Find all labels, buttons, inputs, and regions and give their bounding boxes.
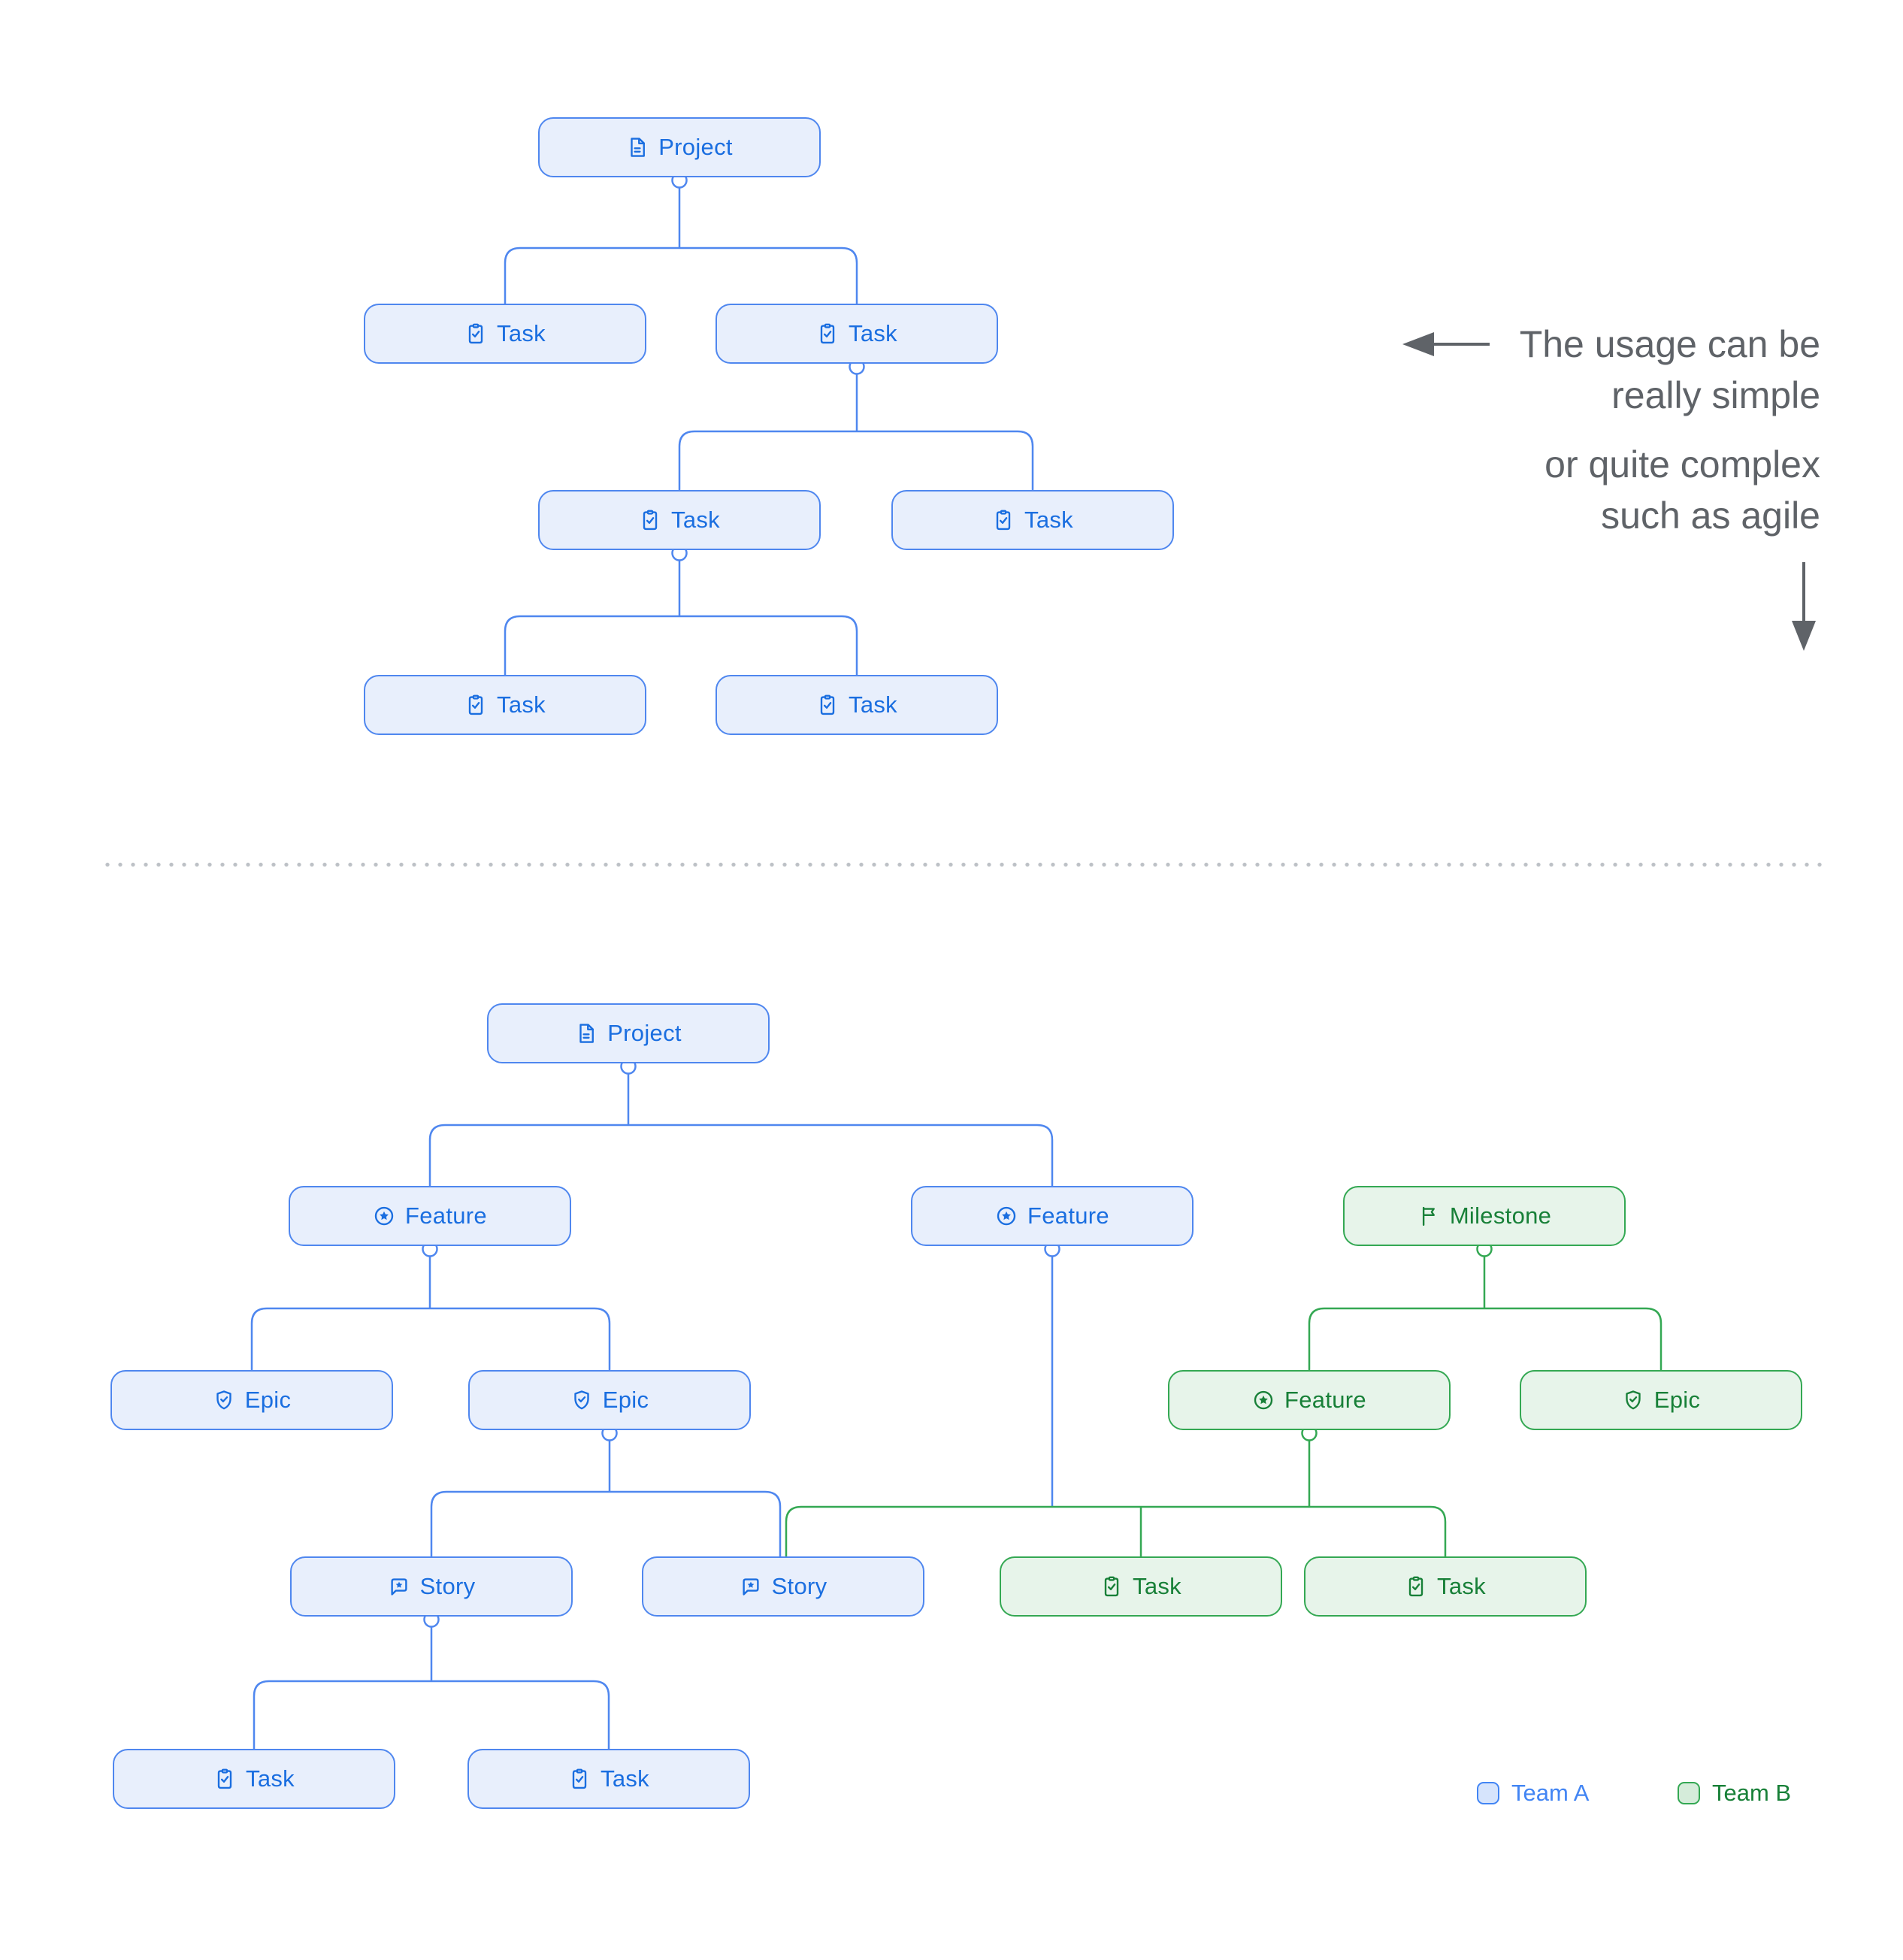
node-label: Task <box>671 507 720 533</box>
node-project-simple[interactable]: Project <box>538 117 821 177</box>
node-label: Task <box>497 691 546 718</box>
task-check-icon <box>820 694 835 715</box>
epic-shield-icon <box>216 1390 231 1410</box>
task-check-icon <box>1104 1576 1119 1597</box>
node-feature-a-2[interactable]: Feature <box>911 1186 1194 1246</box>
node-label: Task <box>601 1765 649 1792</box>
node-label: Task <box>849 691 897 718</box>
node-task-a-bottom-2[interactable]: Task <box>467 1749 750 1809</box>
node-label: Task <box>1437 1573 1486 1599</box>
node-label: Task <box>1133 1573 1181 1599</box>
node-label: Feature <box>1284 1387 1366 1413</box>
annotation-line-4: such as agile <box>1601 495 1820 537</box>
feature-star-icon <box>1254 1390 1273 1410</box>
node-milestone-b[interactable]: Milestone <box>1343 1186 1626 1246</box>
node-label: Feature <box>1027 1202 1109 1229</box>
node-feature-b[interactable]: Feature <box>1168 1370 1451 1430</box>
node-epic-a-2[interactable]: Epic <box>468 1370 751 1430</box>
milestone-flag-icon <box>1422 1206 1435 1227</box>
node-label: Task <box>1024 507 1073 533</box>
node-label: Task <box>246 1765 295 1792</box>
team-b-swatch-icon <box>1678 1782 1700 1804</box>
task-check-icon <box>820 323 835 344</box>
node-feature-a-1[interactable]: Feature <box>289 1186 571 1246</box>
node-label: Epic <box>1653 1387 1701 1413</box>
node-label: Feature <box>405 1202 487 1229</box>
annotation-line-2: really simple <box>1611 374 1820 416</box>
task-check-icon <box>996 510 1011 531</box>
node-label: Milestone <box>1449 1202 1552 1229</box>
story-bubble-star-icon <box>743 1578 759 1596</box>
node-label: Epic <box>244 1387 292 1413</box>
feature-star-icon <box>997 1206 1016 1226</box>
node-label: Story <box>419 1573 476 1599</box>
task-check-icon <box>217 1768 232 1789</box>
team-a-swatch-icon <box>1477 1782 1499 1804</box>
task-check-icon <box>572 1768 587 1789</box>
epic-shield-icon <box>574 1390 589 1410</box>
node-task-simple-2[interactable]: Task <box>716 304 998 364</box>
task-check-icon <box>1408 1576 1423 1597</box>
arrow-down-icon <box>1792 562 1816 651</box>
node-epic-a-1[interactable]: Epic <box>110 1370 393 1430</box>
annotation-line-1: The usage can be <box>1519 323 1820 365</box>
legend-team-a-label: Team A <box>1511 1780 1590 1806</box>
node-task-b-1[interactable]: Task <box>1000 1556 1282 1617</box>
node-project-complex[interactable]: Project <box>487 1003 770 1063</box>
node-task-simple-6[interactable]: Task <box>716 675 998 735</box>
annotation-text: The usage can be really simple or quite … <box>1520 319 1820 541</box>
feature-star-icon <box>374 1206 394 1226</box>
node-story-a-1[interactable]: Story <box>290 1556 573 1617</box>
node-task-simple-1[interactable]: Task <box>364 304 646 364</box>
node-label: Epic <box>602 1387 649 1413</box>
node-label: Story <box>771 1573 827 1599</box>
node-task-simple-5[interactable]: Task <box>364 675 646 735</box>
legend-team-b: Team B <box>1678 1780 1792 1806</box>
node-label: Task <box>497 320 546 346</box>
node-task-simple-3[interactable]: Task <box>538 490 821 550</box>
dotted-divider <box>105 862 1828 867</box>
legend-team-b-label: Team B <box>1712 1780 1792 1806</box>
task-check-icon <box>643 510 658 531</box>
node-epic-b[interactable]: Epic <box>1520 1370 1802 1430</box>
story-bubble-star-icon <box>391 1578 407 1596</box>
legend-team-a: Team A <box>1477 1780 1590 1806</box>
node-task-a-bottom-1[interactable]: Task <box>113 1749 395 1809</box>
node-task-simple-4[interactable]: Task <box>891 490 1174 550</box>
node-label: Task <box>849 320 897 346</box>
document-icon <box>631 138 646 157</box>
document-icon <box>579 1024 594 1043</box>
node-label: Project <box>607 1020 682 1046</box>
node-label: Project <box>658 134 733 160</box>
task-check-icon <box>468 694 483 715</box>
task-check-icon <box>468 323 483 344</box>
epic-shield-icon <box>1626 1390 1641 1410</box>
node-story-a-2[interactable]: Story <box>642 1556 924 1617</box>
annotation-line-3: or quite complex <box>1544 443 1820 485</box>
arrow-left-icon <box>1402 332 1490 356</box>
node-task-b-2[interactable]: Task <box>1304 1556 1587 1617</box>
